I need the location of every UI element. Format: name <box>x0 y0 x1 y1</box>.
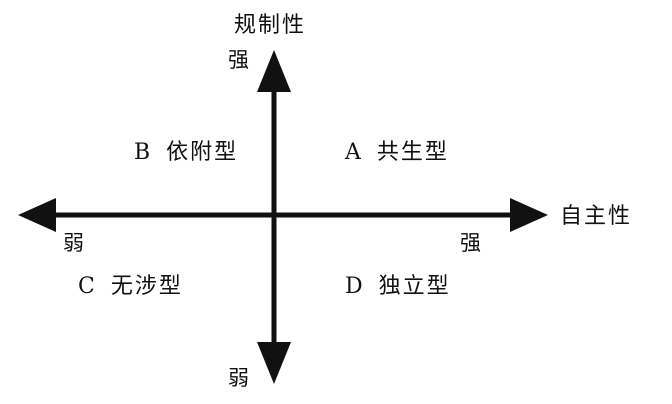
quadrant-a-label: A 共生型 <box>345 142 449 164</box>
vertical-axis-weak-label: 弱 <box>228 366 249 390</box>
horizontal-axis-title: 自主性 <box>560 204 633 229</box>
horizontal-axis-weak-label: 弱 <box>63 231 84 255</box>
up-arrowhead-icon <box>257 50 291 92</box>
quadrant-d-label: D 独立型 <box>345 276 451 298</box>
quadrant-d-letter: D <box>345 274 365 299</box>
quadrant-b-name: 依附型 <box>166 140 239 165</box>
quadrant-a-letter: A <box>345 140 363 165</box>
quadrant-c-name: 无涉型 <box>110 274 183 299</box>
quadrant-b-letter: B <box>134 140 153 165</box>
quadrant-c-letter: C <box>78 274 97 299</box>
down-arrowhead-icon <box>257 342 291 384</box>
left-arrowhead-icon <box>18 198 56 232</box>
quadrant-a-name: 共生型 <box>376 140 449 165</box>
quadrant-b-label: B 依附型 <box>134 142 238 164</box>
vertical-axis-title: 规制性 <box>234 13 307 38</box>
quadrant-c-label: C 无涉型 <box>78 276 183 298</box>
vertical-axis-strong-label: 强 <box>228 48 249 72</box>
right-arrowhead-icon <box>510 198 548 232</box>
horizontal-axis-strong-label: 强 <box>460 231 481 255</box>
quadrant-d-name: 独立型 <box>378 274 451 299</box>
